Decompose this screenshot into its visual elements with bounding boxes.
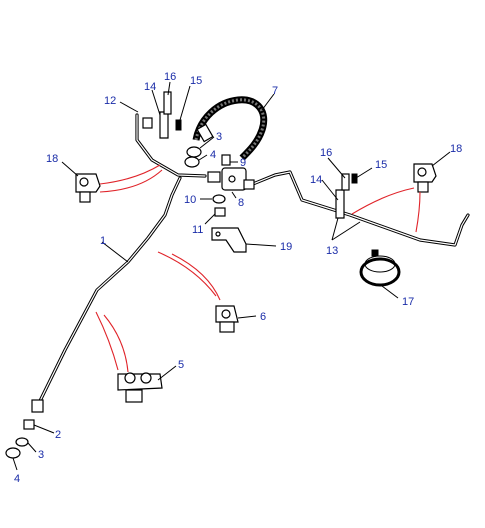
callout-4-lower: 4 [14,473,20,485]
callout-16-left: 16 [164,71,176,83]
flexible-hose [192,96,268,161]
clip-5 [117,365,177,403]
clip-16-left [163,81,172,115]
callout-14-left: 14 [144,81,156,93]
callout-14-right: 14 [310,174,322,186]
callout-6: 6 [260,311,266,323]
callout-3-lower: 3 [38,449,44,461]
nut-11 [204,207,226,225]
callout-1: 1 [100,235,106,247]
callout-15-right: 15 [375,159,387,171]
washer-3-lower [15,437,37,453]
callout-15-left: 15 [190,75,202,87]
leader-lines [101,93,361,263]
callout-4-upper: 4 [210,149,216,161]
screw-15-right [351,167,373,184]
screw-15-left [175,85,191,131]
clip-6 [215,305,257,333]
washer-10 [200,194,226,204]
callout-9: 9 [240,157,246,169]
callout-labels: 1 2 3 4 3 4 5 6 7 8 9 10 11 12 13 14 14 … [14,71,462,485]
callout-8: 8 [238,197,244,209]
bracket-14-right [321,179,345,219]
callout-16-right: 16 [320,147,332,159]
hose-clamp-17 [359,249,401,299]
nut-4-lower [5,447,21,471]
callout-17: 17 [402,296,414,308]
pipe-12-upper-left [135,113,207,178]
pipe-1-long [36,176,182,407]
clip-18-left [61,161,101,203]
pipe-13-right [246,170,470,247]
bracket-19 [211,227,277,253]
callout-2: 2 [55,429,61,441]
flare-nut-2 [23,419,55,434]
callout-10: 10 [184,194,196,206]
callout-12: 12 [104,95,116,107]
pipe-end-nut [31,399,44,413]
callout-18-left: 18 [46,153,58,165]
callout-3-upper: 3 [216,131,222,143]
clip-18-right [413,151,451,193]
callout-19: 19 [280,241,292,253]
callout-5: 5 [178,359,184,371]
three-way-connector [207,167,255,199]
bolt-9 [221,154,238,166]
nut-4-upper [184,154,208,168]
callout-11: 11 [192,224,203,236]
callout-7: 7 [272,85,278,97]
callout-18-right: 18 [450,143,462,155]
pipe-12-end [119,101,153,129]
clip-leader-arcs [95,164,421,373]
clip-16-right [327,157,350,191]
callout-13: 13 [326,245,338,257]
